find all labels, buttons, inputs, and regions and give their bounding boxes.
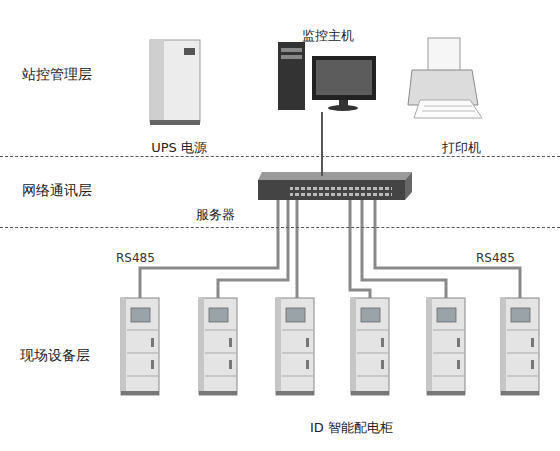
signal-label: RS485 xyxy=(116,251,155,265)
ups-base xyxy=(150,120,200,125)
pc-tower xyxy=(278,42,305,110)
server-switch: 服务器 xyxy=(258,176,412,200)
switch-side xyxy=(405,172,412,200)
pc-drive xyxy=(281,48,302,52)
ups-body xyxy=(150,40,200,122)
monitor-frame xyxy=(312,56,376,100)
layer-band: 站控管理层 UPS 电源 监控主机打印机 xyxy=(0,0,560,157)
signal-label: RS485 xyxy=(476,251,515,265)
monitor-screen xyxy=(316,60,372,95)
printed-line xyxy=(424,106,472,107)
cabinet xyxy=(501,298,539,395)
ups-device: UPS 电源 xyxy=(140,30,218,158)
rs485-cable xyxy=(350,200,370,298)
monitor-host: 监控主机 xyxy=(270,26,385,112)
node-label: 现场设备层 xyxy=(20,347,120,363)
monitor-foot xyxy=(328,105,358,111)
printer-device: 打印机 xyxy=(400,30,495,158)
switch-top xyxy=(258,172,412,180)
node-label: 服务器 xyxy=(196,207,256,223)
ups-illustration xyxy=(150,40,200,125)
cabinet xyxy=(121,298,159,395)
node-label: 网络通讯层 xyxy=(22,182,122,198)
pc-drive xyxy=(281,55,302,59)
node-label: 打印机 xyxy=(442,140,495,156)
layer-band: 网络通讯层服务器 xyxy=(0,157,560,228)
printed-line xyxy=(422,111,475,112)
rs485-cable xyxy=(296,200,299,298)
network-cable xyxy=(321,112,323,176)
node-label: 站控管理层 xyxy=(22,66,122,82)
rs485-cable xyxy=(375,200,520,298)
node-label: 监控主机 xyxy=(270,28,385,44)
switch-illustration xyxy=(258,172,412,200)
connector-layer xyxy=(140,112,520,298)
computer-illustration xyxy=(278,42,376,111)
printer-paper xyxy=(428,38,460,72)
rs485-cable xyxy=(140,200,278,298)
switch-ports xyxy=(290,184,392,196)
printer-output xyxy=(414,100,482,118)
cabinet xyxy=(276,298,314,395)
ups-display xyxy=(184,48,195,55)
cabinet-illustrations xyxy=(121,298,539,395)
cabinet-group: ID 智能配电柜 xyxy=(110,298,550,445)
cabinet xyxy=(351,298,389,395)
switch-front xyxy=(258,180,405,200)
cabinet xyxy=(427,298,465,395)
printer-illustration xyxy=(408,38,482,118)
node-label: UPS 电源 xyxy=(140,140,218,156)
cabinet xyxy=(199,298,237,395)
ups-side xyxy=(150,40,164,122)
node-label: ID 智能配电柜 xyxy=(310,420,460,436)
